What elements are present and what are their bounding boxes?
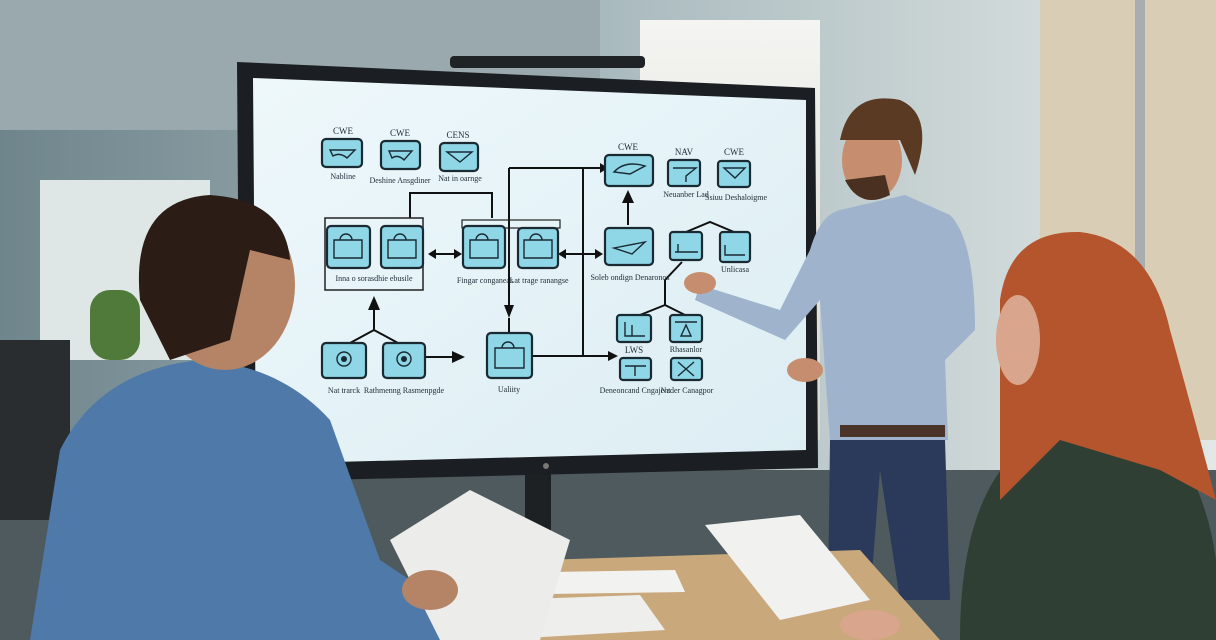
node-box[interactable]	[716, 159, 752, 189]
presenter-hand	[684, 272, 716, 294]
node-label: Nabline	[330, 172, 356, 181]
node-label: Rhasanlor	[670, 345, 703, 354]
node-header: CWE	[333, 126, 353, 136]
node-label: Deshine Ansgdiner	[369, 176, 430, 185]
paper-stack	[548, 570, 685, 594]
power-button[interactable]	[543, 463, 549, 469]
node-label: Fingar conganeas	[457, 276, 513, 285]
node-group-frame	[461, 219, 561, 229]
foreground-man-shirt	[30, 360, 450, 640]
presenter-beard	[845, 175, 890, 200]
node-header: CWE	[390, 128, 410, 138]
woman-hair	[1000, 231, 1216, 500]
foreground-woman	[840, 231, 1216, 640]
node-box[interactable]	[668, 313, 704, 344]
presenter-hand	[787, 358, 823, 382]
presenter-shirt	[695, 195, 975, 440]
node-label: Lat trage ranangse	[509, 276, 569, 285]
node-box[interactable]	[485, 331, 534, 380]
foreground-man	[30, 195, 570, 640]
node-box[interactable]	[603, 153, 655, 188]
node-box[interactable]	[615, 313, 653, 344]
node-box[interactable]	[320, 137, 364, 169]
node-box[interactable]	[668, 230, 704, 262]
node-box[interactable]	[666, 158, 702, 188]
node-header: CENS	[446, 130, 469, 140]
node-box[interactable]	[438, 141, 480, 173]
presenter-belt	[840, 425, 945, 437]
node-label: Nat trarck	[328, 386, 360, 395]
node-label: Unlicasa	[721, 265, 749, 274]
node-label: Deneoncand Cngajent	[600, 386, 672, 395]
woman-hand	[840, 610, 900, 640]
window-frame	[1135, 0, 1145, 440]
node-header: LWS	[625, 345, 643, 355]
foreground-man-hair	[138, 195, 290, 360]
node-header: CWE	[618, 142, 638, 152]
presenter-hair	[840, 98, 923, 175]
node-glyph-icons	[328, 149, 747, 377]
clipboard	[705, 515, 870, 620]
woman-top	[960, 430, 1216, 640]
node-label: Nader Canagpor	[661, 386, 714, 395]
node-label: Inna o sorasdhie ebusile	[335, 274, 413, 283]
node-labels: Nabline Deshine Ansgdiner Nat in oarnge …	[328, 172, 768, 395]
node-label: Rathmenng Rasmenpgde	[364, 386, 445, 395]
node-label: Nat in oarnge	[438, 174, 482, 183]
node-label: Ssiuu Deshaloigme	[705, 193, 767, 202]
node-box[interactable]	[603, 226, 655, 267]
node-label: Soleb ondign Denaronos	[590, 273, 669, 282]
node-label: Neuanber Lad	[663, 190, 709, 199]
node-header: NAV	[675, 147, 694, 157]
woman-face	[996, 295, 1040, 385]
node-box[interactable]	[379, 139, 422, 171]
camera-bar	[450, 56, 645, 68]
plant	[90, 290, 140, 360]
diagram-connectors	[349, 163, 735, 363]
node-label: Ualiity	[498, 385, 520, 394]
node-header: CWE	[724, 147, 744, 157]
foreground-man-hand	[402, 570, 458, 610]
